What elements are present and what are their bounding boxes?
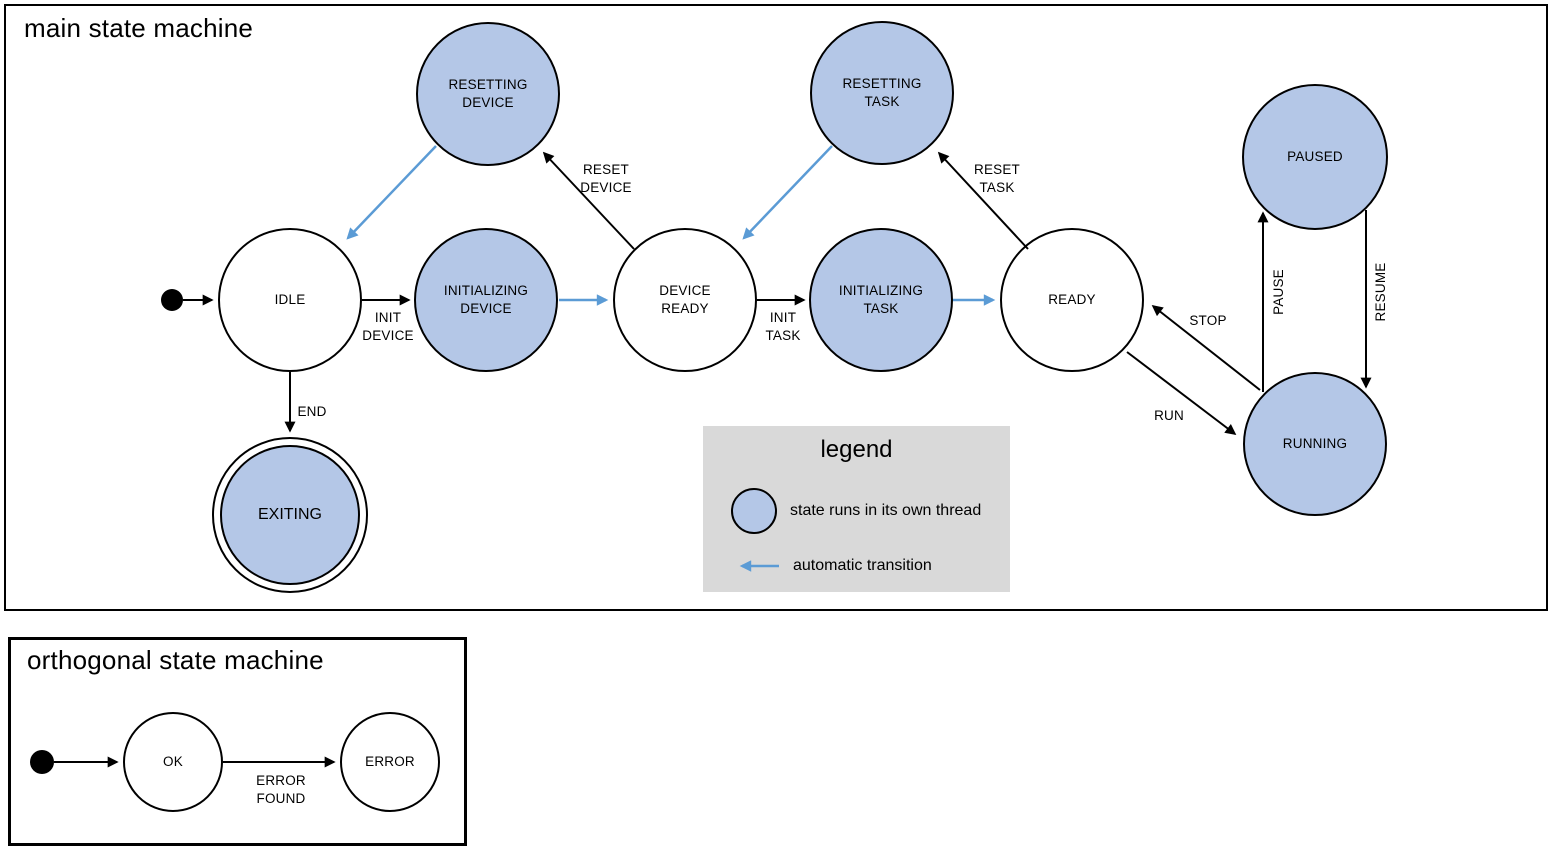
- state-resetting-device-label: RESETTING DEVICE: [448, 77, 528, 110]
- state-error: ERROR: [340, 712, 440, 812]
- state-ok-label: OK: [163, 754, 183, 770]
- state-paused: PAUSED: [1242, 84, 1388, 230]
- state-ok: OK: [123, 712, 223, 812]
- state-resetting-task: RESETTING TASK: [810, 21, 954, 165]
- transition-label-reset-task: RESET TASK: [973, 162, 1021, 195]
- state-exiting-inner-circle: EXITING: [220, 445, 360, 585]
- legend-title: legend: [820, 436, 893, 463]
- transition-label-stop: STOP: [1189, 313, 1227, 329]
- transition-label-reset-device: RESET DEVICE: [580, 162, 632, 195]
- legend-threaded-label: state runs in its own thread: [790, 502, 982, 519]
- state-error-label: ERROR: [365, 754, 415, 770]
- state-initializing-device: INITIALIZING DEVICE: [414, 228, 558, 372]
- state-ready: READY: [1000, 228, 1144, 372]
- legend-auto-transition-label: automatic transition: [793, 557, 932, 574]
- transition-label-pause: PAUSE: [1271, 269, 1287, 315]
- state-resetting-task-label: RESETTING TASK: [842, 76, 922, 109]
- state-device-ready-label: DEVICE READY: [659, 283, 711, 316]
- state-device-ready: DEVICE READY: [613, 228, 757, 372]
- transition-label-resume: RESUME: [1373, 262, 1389, 322]
- transition-label-init-device: INIT DEVICE: [362, 310, 414, 343]
- orthogonal-panel-title: orthogonal state machine: [27, 645, 324, 675]
- state-initializing-task: INITIALIZING TASK: [809, 228, 953, 372]
- state-idle-label: IDLE: [274, 292, 306, 308]
- state-running: RUNNING: [1243, 372, 1387, 516]
- legend-box: legend state runs in its own thread auto…: [703, 426, 1010, 592]
- transition-label-init-task: INIT TASK: [765, 310, 801, 343]
- state-resetting-device: RESETTING DEVICE: [416, 22, 560, 166]
- state-initializing-device-label: INITIALIZING DEVICE: [443, 283, 529, 316]
- state-paused-label: PAUSED: [1287, 149, 1343, 165]
- main-panel-title: main state machine: [24, 13, 254, 43]
- state-running-label: RUNNING: [1282, 436, 1348, 452]
- legend-threaded-state-icon: [731, 488, 777, 534]
- transition-label-error-found: ERROR FOUND: [256, 773, 306, 806]
- state-exiting-label: EXITING: [257, 506, 322, 523]
- state-initializing-task-label: INITIALIZING TASK: [838, 283, 924, 316]
- transition-label-end: END: [297, 404, 327, 420]
- transition-label-run: RUN: [1154, 408, 1184, 424]
- state-ready-label: READY: [1048, 292, 1096, 308]
- state-exiting: EXITING: [212, 437, 368, 593]
- state-idle: IDLE: [218, 228, 362, 372]
